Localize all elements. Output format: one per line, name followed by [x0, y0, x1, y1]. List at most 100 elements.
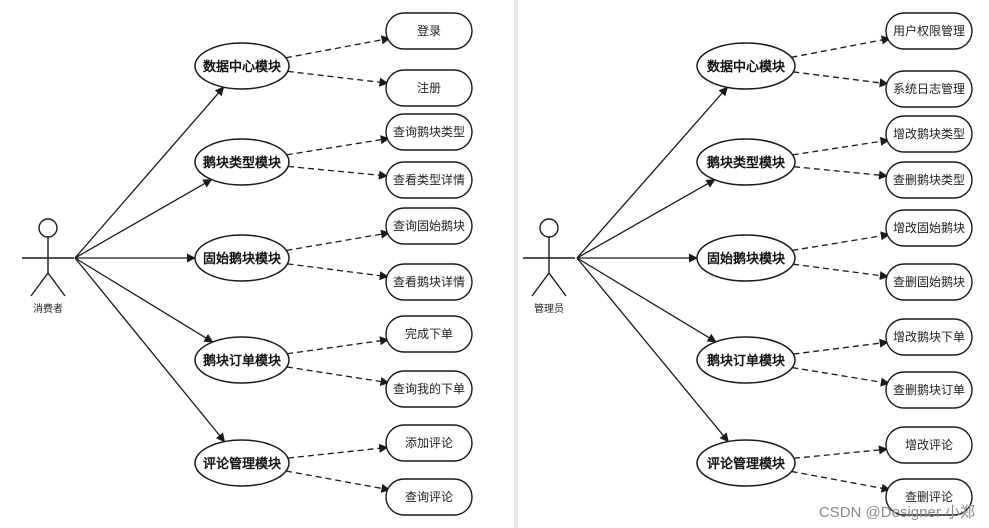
action-node: 查询评论: [385, 478, 473, 516]
actor-right-leg: [548, 272, 567, 297]
include-arrow: [286, 135, 390, 156]
module-label: 固始鹅块模块: [203, 251, 282, 267]
action-label: 增改鹅块下单: [893, 330, 965, 344]
action-label: 用户权限管理: [893, 23, 965, 38]
include-arrow: [791, 470, 891, 493]
action-label: 查询评论: [405, 490, 453, 504]
module-ellipse: [696, 42, 796, 90]
module-node: 固始鹅块模块: [194, 234, 290, 282]
action-node: 查询我的下单: [385, 370, 473, 408]
action-node: 查询固始鹅块: [385, 207, 473, 245]
action-label: 添加评论: [405, 436, 453, 450]
module-ellipse: [696, 234, 796, 282]
include-arrow: [287, 443, 389, 459]
action-label: 查删固始鹅块: [893, 275, 965, 289]
action-box: [385, 370, 473, 408]
include-arrow: [285, 470, 391, 493]
action-node: 添加评论: [385, 424, 473, 462]
actor-label: 消费者: [33, 302, 63, 315]
module-node: 数据中心模块: [194, 42, 290, 90]
action-label: 查询固始鹅块: [393, 219, 465, 233]
action-box: [885, 115, 973, 153]
action-label: 增改固始鹅块: [893, 221, 965, 235]
module-node: 鹅块类型模块: [194, 138, 290, 186]
action-box: [385, 161, 473, 199]
actor-left-leg: [531, 272, 550, 297]
include-arrow: [792, 231, 890, 252]
action-node: 系统日志管理: [885, 70, 973, 108]
association-arrow: [74, 257, 214, 343]
actor-right-leg: [47, 272, 66, 297]
action-node: 查删评论: [885, 478, 973, 516]
module-ellipse: [194, 138, 290, 186]
action-node: 查看鹅块详情: [385, 263, 473, 301]
action-box: [885, 161, 973, 199]
action-box: [885, 263, 973, 301]
action-label: 查看鹅块详情: [393, 274, 465, 289]
include-arrow: [285, 35, 391, 59]
panel-divider: [514, 0, 518, 528]
action-box: [385, 113, 473, 151]
include-arrow: [288, 165, 388, 180]
action-box: [385, 424, 473, 462]
module-label: 鹅块类型模块: [203, 155, 282, 171]
actor-figure: [523, 218, 575, 297]
action-label: 查看类型详情: [393, 172, 465, 187]
action-node: 增改评论: [885, 426, 973, 464]
include-arrow: [792, 136, 890, 156]
action-node: 注册: [385, 69, 473, 107]
action-box: [885, 318, 973, 356]
action-box: [885, 371, 973, 409]
module-label: 数据中心模块: [707, 59, 786, 75]
action-label: 系统日志管理: [893, 81, 965, 96]
action-box: [385, 12, 473, 50]
module-ellipse: [194, 234, 290, 282]
include-arrow: [286, 229, 391, 252]
include-arrow: [793, 263, 889, 281]
action-node: 查看类型详情: [385, 161, 473, 199]
include-arrow: [287, 336, 390, 355]
action-node: 增改鹅块类型: [885, 115, 973, 153]
action-node: 登录: [385, 12, 473, 50]
actor-left-leg: [30, 272, 49, 297]
module-ellipse: [194, 42, 290, 90]
action-node: 查删鹅块类型: [885, 161, 973, 199]
action-node: 完成下单: [385, 315, 473, 353]
action-box: [385, 478, 473, 516]
module-node: 鹅块类型模块: [696, 138, 796, 186]
action-label: 注册: [417, 80, 441, 95]
include-arrow: [791, 35, 891, 58]
module-ellipse: [696, 336, 796, 384]
association-arrow: [74, 178, 213, 259]
action-box: [885, 209, 973, 247]
module-label: 评论管理模块: [203, 456, 282, 472]
action-label: 查询鹅块类型: [393, 125, 465, 139]
association-arrow: [576, 257, 717, 343]
actor-figure: [22, 218, 74, 297]
action-label: 登录: [417, 23, 441, 38]
action-label: 查询我的下单: [393, 381, 465, 396]
action-label: 查删评论: [905, 490, 953, 504]
include-arrow: [793, 338, 889, 355]
include-arrow: [286, 366, 390, 386]
association-arrow: [576, 257, 729, 443]
actor-label: 管理员: [534, 302, 564, 315]
include-arrow: [792, 366, 890, 387]
module-ellipse: [696, 439, 796, 487]
action-node: 查删固始鹅块: [885, 263, 973, 301]
module-node: 固始鹅块模块: [696, 234, 796, 282]
action-label: 查删鹅块订单: [893, 383, 965, 397]
module-node: 评论管理模块: [696, 439, 796, 487]
action-label: 增改鹅块类型: [893, 127, 965, 141]
action-label: 完成下单: [405, 326, 453, 341]
module-ellipse: [696, 138, 796, 186]
module-node: 鹅块订单模块: [696, 336, 796, 384]
action-box: [385, 69, 473, 107]
include-arrow: [793, 71, 889, 88]
include-arrow: [287, 70, 389, 87]
actor-head: [539, 218, 559, 238]
action-label: 增改评论: [905, 438, 953, 452]
